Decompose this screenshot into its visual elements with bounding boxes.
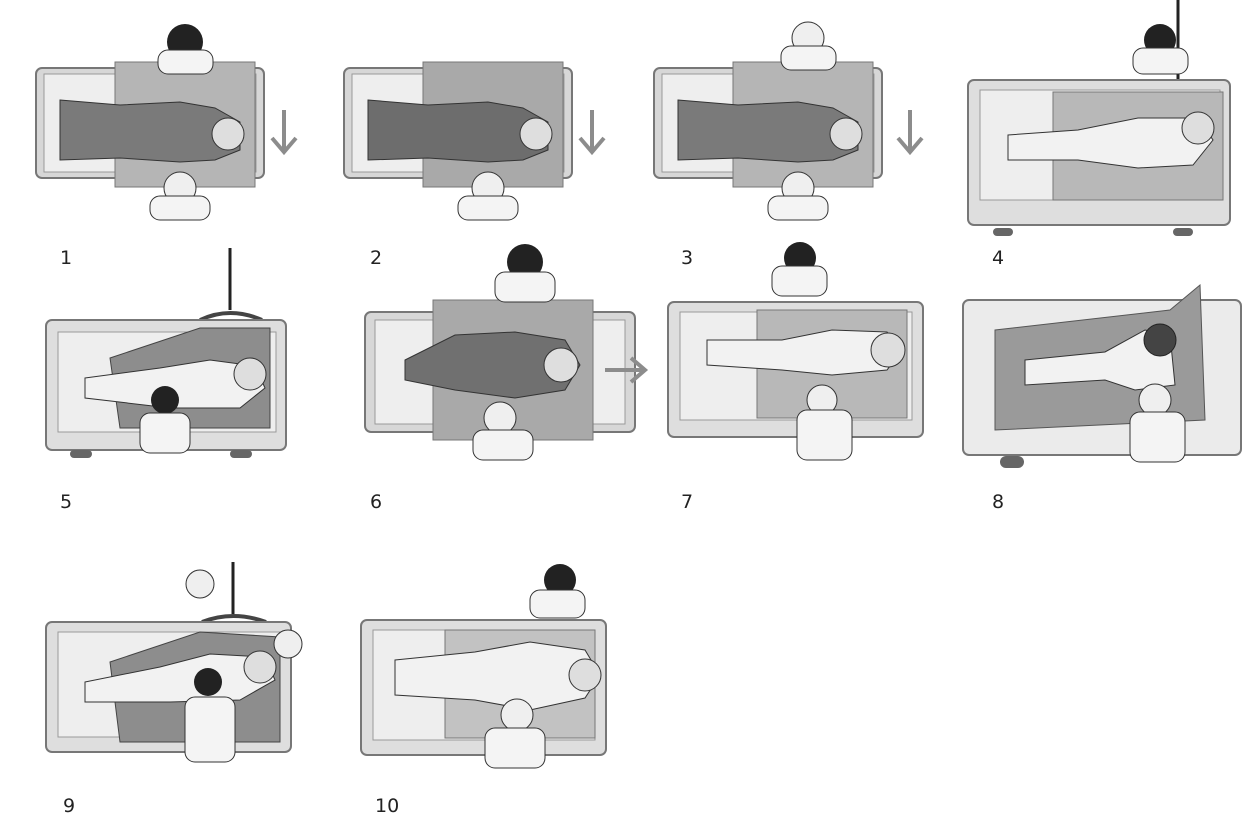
arrow-down-icon xyxy=(896,110,924,156)
patient-head xyxy=(233,357,267,391)
step-10-illustration xyxy=(360,564,607,769)
caregiver-bottom xyxy=(500,698,534,732)
step-4-number: 4 xyxy=(992,247,1005,269)
patient-head xyxy=(211,117,245,151)
caregiver-bottom xyxy=(194,668,222,696)
patient-head xyxy=(243,650,277,684)
step-3-illustration xyxy=(653,21,924,221)
step-10-number: 10 xyxy=(375,795,400,817)
caregiver-bottom xyxy=(483,401,517,435)
patient-head xyxy=(568,658,602,692)
step-4-panel xyxy=(958,0,1248,240)
patient-body xyxy=(59,99,241,163)
step-6-illustration xyxy=(364,244,649,461)
caregiver-bottom xyxy=(151,386,179,414)
patient-body xyxy=(84,359,266,409)
step-7-panel xyxy=(662,240,932,485)
wheel xyxy=(1173,228,1193,236)
step-8-number: 8 xyxy=(992,491,1005,513)
patient-body xyxy=(84,653,276,703)
step-5-panel xyxy=(40,248,300,483)
patient-head xyxy=(519,117,553,151)
wheel xyxy=(70,450,92,458)
step-8-panel xyxy=(955,280,1250,480)
patient-head xyxy=(1143,323,1177,357)
step-7-number: 7 xyxy=(681,491,694,513)
step-4-illustration xyxy=(967,0,1231,236)
step-9-number: 9 xyxy=(63,795,76,817)
wheel xyxy=(230,450,252,458)
step-6-number: 6 xyxy=(370,491,383,513)
step-3-panel xyxy=(648,10,928,240)
caregiver-top xyxy=(185,569,215,599)
step-5-number: 5 xyxy=(60,491,73,513)
step-7-illustration xyxy=(667,242,924,461)
step-2-panel xyxy=(338,10,613,240)
step-5-illustration xyxy=(45,248,287,458)
step-1-panel xyxy=(30,10,305,240)
caregiver-bottom xyxy=(1138,383,1172,417)
arrow-down-icon xyxy=(578,110,606,156)
lift-spreader-bar xyxy=(199,311,263,322)
patient-head xyxy=(1181,111,1215,145)
lift-spreader-bar xyxy=(201,614,267,624)
caregiver-right xyxy=(273,629,303,659)
patient-head xyxy=(543,347,579,383)
patient-body xyxy=(677,99,859,163)
step-8-illustration xyxy=(962,283,1242,468)
patient-head xyxy=(870,332,906,368)
patient-head xyxy=(829,117,863,151)
step-1-number: 1 xyxy=(60,247,73,269)
caregiver-top xyxy=(544,564,576,596)
step-9-panel xyxy=(40,562,315,787)
wheel xyxy=(993,228,1013,236)
patient-body xyxy=(1024,329,1176,391)
arrow-right-icon xyxy=(605,356,649,384)
step-3-number: 3 xyxy=(681,247,694,269)
patient-body xyxy=(1007,117,1214,169)
step-2-number: 2 xyxy=(370,247,383,269)
step-2-illustration xyxy=(343,61,606,221)
arrow-down-icon xyxy=(270,110,298,156)
step-1-illustration xyxy=(35,24,298,221)
wheel xyxy=(1000,456,1024,468)
step-9-illustration xyxy=(45,562,303,763)
step-10-panel xyxy=(355,560,615,785)
caregiver-top xyxy=(507,244,543,280)
step-6-panel xyxy=(355,240,655,485)
patient-body xyxy=(367,99,549,163)
